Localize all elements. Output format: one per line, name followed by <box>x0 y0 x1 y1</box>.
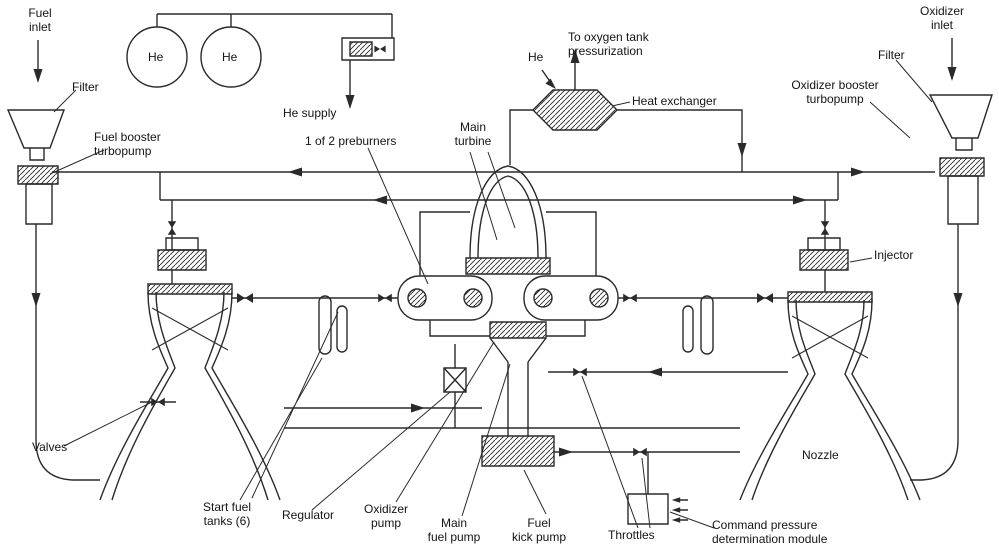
kick-pump-body <box>482 436 554 466</box>
flow-arrow-left <box>648 367 662 377</box>
module-signal-arrow <box>671 517 681 523</box>
flow-arrow-down <box>947 67 957 81</box>
left-bell-manifold-lines <box>152 308 228 350</box>
flow-arrow-right <box>559 447 573 457</box>
second-cross-run <box>160 172 838 200</box>
flow-arrow-down <box>345 95 355 109</box>
he-manifold <box>157 14 392 38</box>
start-tank-1 <box>319 296 331 354</box>
left-nozzle-inner <box>112 292 268 500</box>
pipe-network <box>8 14 992 524</box>
flow-arrow-down <box>953 293 963 307</box>
flow-arrow-right <box>793 195 807 205</box>
valve-symbols <box>151 45 830 457</box>
right-bell-manifold-lines <box>792 316 868 358</box>
fuel-filter-funnel <box>8 110 64 160</box>
he-sphere-1 <box>127 27 187 87</box>
throttle-valve-icon <box>573 367 587 377</box>
flow-arrow-right <box>851 167 865 177</box>
heat-exchanger-body <box>533 90 617 130</box>
left-nozzle-outer <box>100 292 280 500</box>
start-tank-4 <box>683 306 693 352</box>
right-nozzle-outer <box>740 300 920 500</box>
valve-icon <box>237 293 253 303</box>
main-turbine-dome <box>470 166 546 258</box>
start-tank-2 <box>337 306 347 352</box>
he-sphere-2 <box>201 27 261 87</box>
oxidizer-booster-pump-section <box>940 158 984 176</box>
valve-icon <box>374 45 386 53</box>
right-injector-band <box>788 292 872 302</box>
hx-outlet-pipe <box>617 110 742 172</box>
valve-icon <box>378 293 392 303</box>
flow-arrow-down <box>31 293 41 307</box>
he-regulator-body <box>342 38 394 60</box>
flow-arrow-up <box>570 49 580 63</box>
pump-cones <box>490 338 546 436</box>
flow-arrow-left <box>288 167 302 177</box>
dome-wings <box>420 212 596 276</box>
left-injector-band <box>148 284 232 294</box>
start-tank-3 <box>701 296 713 354</box>
flow-arrow-down <box>33 69 43 83</box>
command-module-box <box>628 494 668 524</box>
fuel-booster-pump-section <box>18 166 58 184</box>
turbine-band <box>466 258 550 274</box>
module-signal-arrow <box>671 507 681 513</box>
valve-icon <box>623 293 637 303</box>
right-nozzle-inner <box>752 300 908 500</box>
hx-inlet-pipe <box>510 110 533 165</box>
right-down-main <box>910 224 958 480</box>
valve-icon <box>757 293 773 303</box>
leader-lines <box>50 60 932 528</box>
kick-output-run <box>554 452 740 494</box>
preburner-drains <box>430 320 585 336</box>
flow-arrow-right <box>411 403 425 413</box>
left-engine-pump <box>158 250 206 270</box>
flow-arrow-left <box>373 195 387 205</box>
flow-arrow-down <box>737 143 747 157</box>
left-down-main <box>36 224 100 480</box>
right-engine-pump <box>800 250 848 270</box>
throttle-valve-icon <box>633 447 647 457</box>
valve-icon <box>167 221 177 235</box>
oxidizer-pump-body <box>490 322 546 338</box>
oxidizer-filter-funnel <box>930 95 992 150</box>
module-signal-arrow <box>671 497 681 503</box>
